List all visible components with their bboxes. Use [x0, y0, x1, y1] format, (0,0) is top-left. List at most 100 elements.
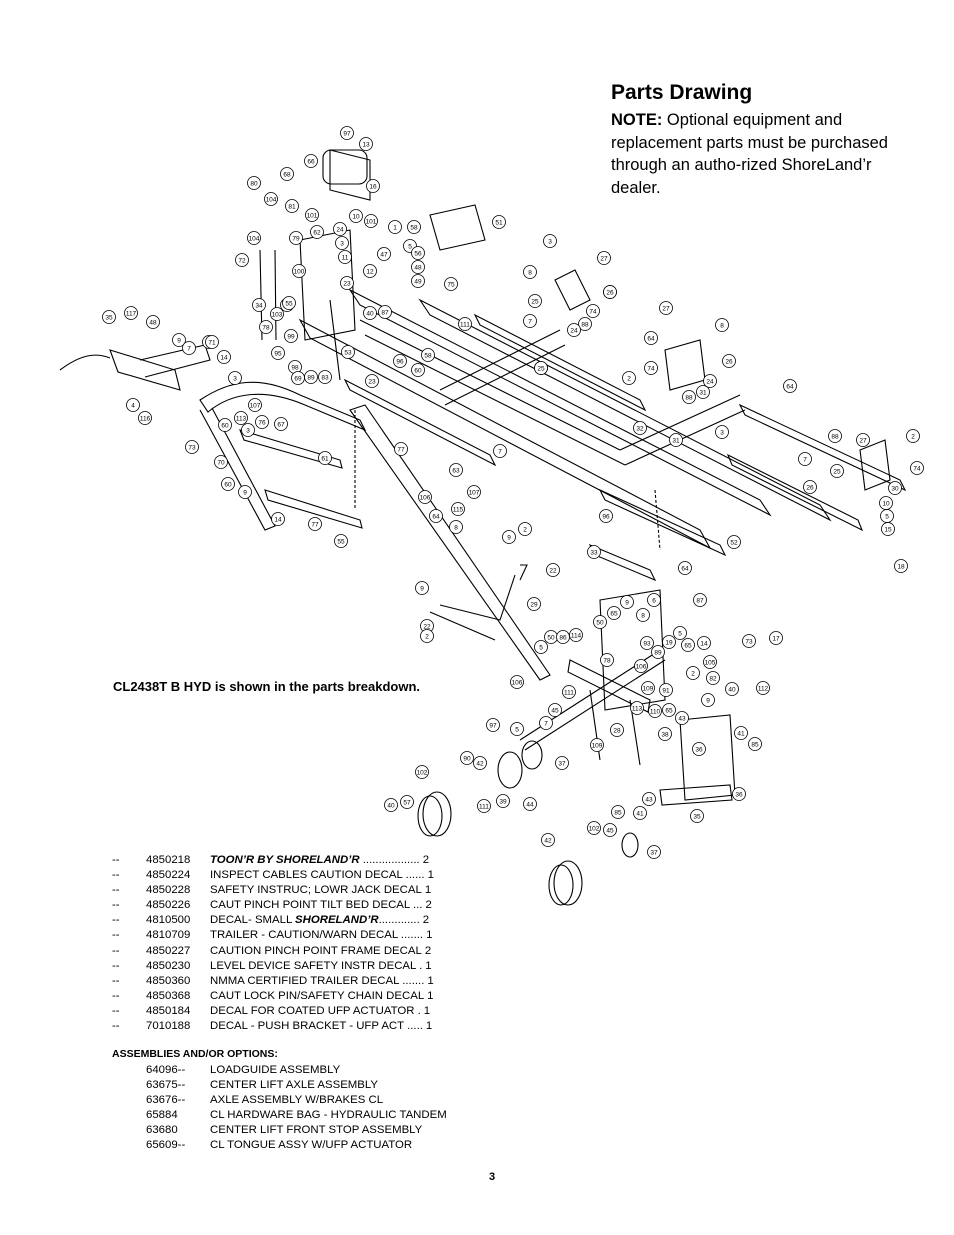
- callout-number: 10: [882, 500, 890, 507]
- callout-circle: [270, 307, 284, 321]
- callout-balloon: 107: [467, 485, 481, 499]
- decal-leader-dots: .: [415, 959, 423, 972]
- callout-circle: [590, 738, 604, 752]
- callout-circle: [247, 231, 261, 245]
- callout-circle: [659, 301, 673, 315]
- callout-number: 74: [589, 308, 597, 315]
- callout-balloon: 47: [377, 247, 391, 261]
- callout-balloon: 83: [318, 370, 332, 384]
- callout-circle: [578, 317, 592, 331]
- callout-number: 42: [476, 760, 484, 767]
- callout-number: 115: [453, 506, 464, 513]
- callout-circle: [783, 379, 797, 393]
- callout-circle: [496, 794, 510, 808]
- callout-number: 8: [528, 269, 532, 276]
- callout-number: 111: [460, 321, 470, 328]
- callout-number: 25: [537, 365, 545, 372]
- callout-number: 109: [643, 685, 654, 692]
- callout-balloon: 40: [363, 306, 377, 320]
- callout-balloon: 8: [636, 608, 650, 622]
- decal-desc: TOON’R BY SHORELAND’R: [210, 854, 360, 866]
- callout-number: 18: [897, 563, 905, 570]
- callout-number: 98: [291, 364, 299, 371]
- callout-circle: [384, 798, 398, 812]
- decal-dash: --: [112, 854, 120, 866]
- callout-circle: [703, 655, 717, 669]
- callout-circle: [732, 787, 746, 801]
- callout-balloon: 37: [555, 756, 569, 770]
- callout-balloon: 95: [271, 346, 285, 360]
- decal-dash: --: [112, 929, 120, 942]
- callout-number: 7: [544, 720, 548, 727]
- callout-balloon: 9: [238, 485, 252, 499]
- callout-circle: [603, 285, 617, 299]
- callout-circle: [493, 444, 507, 458]
- callout-number: 3: [233, 375, 237, 382]
- callout-number: 14: [274, 516, 282, 523]
- decal-desc: CAUT LOCK PIN/SAFETY CHAIN DECAL: [210, 989, 425, 1002]
- callout-number: 88: [581, 321, 589, 328]
- callout-circle: [662, 635, 676, 649]
- callout-number: 101: [307, 212, 318, 219]
- decal-leader-dots: .......: [397, 929, 424, 942]
- callout-number: 87: [696, 597, 704, 604]
- decal-dash: --: [112, 884, 120, 897]
- callout-circle: [539, 716, 553, 730]
- callout-number: 1: [393, 224, 397, 231]
- callout-number: 32: [636, 425, 644, 432]
- callout-circle: [722, 354, 736, 368]
- decal-dash: --: [112, 959, 120, 972]
- callout-circle: [548, 703, 562, 717]
- callout-balloon: 23: [340, 276, 354, 290]
- callout-balloon: 68: [280, 167, 294, 181]
- note-text: Optional equipment and replacement parts…: [611, 111, 888, 197]
- callout-number: 49: [414, 278, 422, 285]
- model-shown-caption: CL2438T B HYD is shown in the parts brea…: [113, 679, 421, 694]
- callout-balloon: 43: [642, 792, 656, 806]
- callout-balloon: 111: [562, 685, 576, 699]
- callout-number: 58: [410, 224, 418, 231]
- callout-circle: [492, 215, 506, 229]
- callout-number: 15: [884, 526, 892, 533]
- callout-number: 26: [606, 289, 614, 296]
- callout-balloon: 27: [597, 251, 611, 265]
- callout-circle: [182, 341, 196, 355]
- callout-number: 42: [544, 837, 552, 844]
- callout-circle: [415, 581, 429, 595]
- callout-number: 60: [221, 422, 229, 429]
- callout-balloon: 76: [255, 415, 269, 429]
- callout-number: 19: [665, 639, 673, 646]
- callout-balloon: 24: [567, 323, 581, 337]
- decal-desc-prefix: DECAL- SMALL: [210, 914, 296, 927]
- callout-circle: [567, 323, 581, 337]
- callout-balloon: 58: [421, 348, 435, 362]
- callout-balloon: 64: [783, 379, 797, 393]
- assembly-part-number: 65609--: [146, 1139, 186, 1151]
- callout-number: 47: [380, 251, 388, 258]
- callout-balloon: 9: [620, 595, 634, 609]
- callout-number: 33: [590, 549, 598, 556]
- callout-circle: [647, 845, 661, 859]
- callout-balloon: 25: [528, 294, 542, 308]
- callout-balloon: 45: [603, 823, 617, 837]
- callout-number: 71: [208, 339, 216, 346]
- callout-balloon: 97: [340, 126, 354, 140]
- decal-part-number: 4850226: [146, 899, 191, 912]
- callout-number: 51: [495, 219, 503, 226]
- callout-circle: [411, 363, 425, 377]
- callout-balloon: 14: [697, 636, 711, 650]
- callout-circle: [400, 795, 414, 809]
- callout-circle: [701, 693, 715, 707]
- callout-number: 2: [627, 375, 631, 382]
- callout-balloon: 88: [578, 317, 592, 331]
- callout-balloon: 5: [534, 640, 548, 654]
- callout-circle: [828, 429, 842, 443]
- callout-number: 64: [647, 335, 655, 342]
- callout-balloon: 5: [673, 626, 687, 640]
- callout-number: 48: [414, 264, 422, 271]
- decal-qty: 2: [424, 944, 432, 957]
- callout-circle: [636, 608, 650, 622]
- callout-circle: [252, 298, 266, 312]
- callout-circle: [394, 442, 408, 456]
